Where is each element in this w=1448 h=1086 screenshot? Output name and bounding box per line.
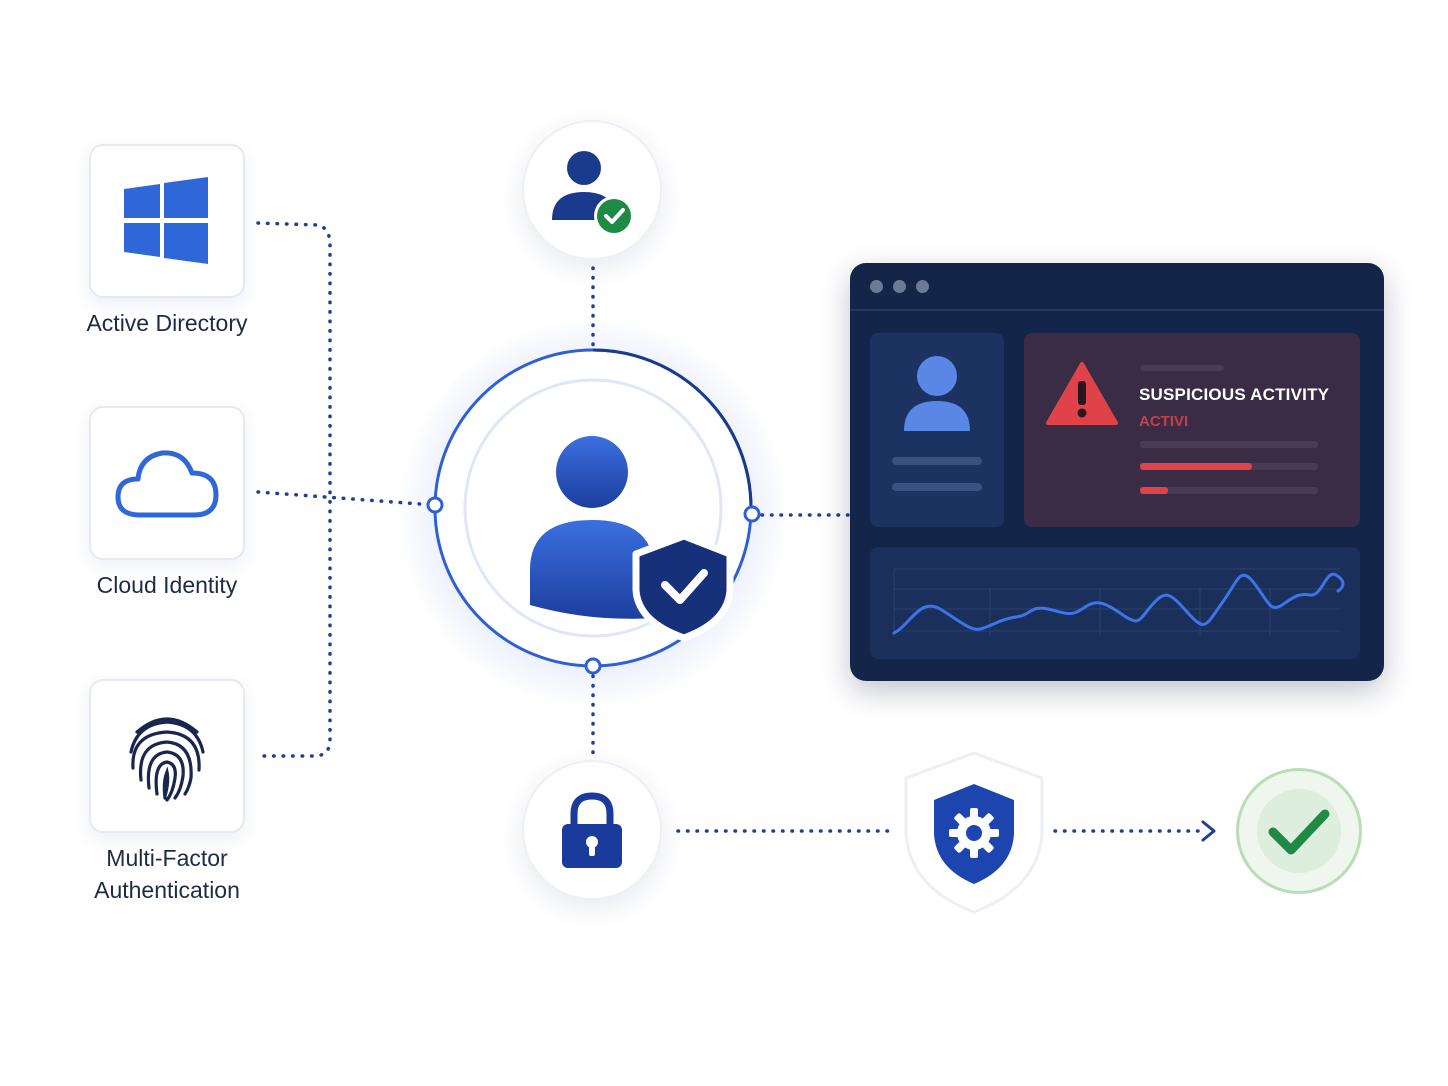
- alert-title: SUSPICIOUS ACTIVITY: [1139, 385, 1330, 404]
- source-label-mfa-line-2: Authentication: [94, 877, 240, 903]
- activity-chart-card[interactable]: [870, 547, 1360, 659]
- alert-card[interactable]: SUSPICIOUS ACTIVITY ACTIVI: [1024, 333, 1360, 527]
- verified-user-node[interactable]: [522, 120, 662, 260]
- ring-anchor-right: [743, 505, 761, 523]
- source-label-active-directory: Active Directory: [86, 310, 248, 336]
- ring-anchor-bottom: [584, 657, 602, 675]
- source-card-active-directory[interactable]: [89, 144, 245, 298]
- check-icon: [1268, 809, 1330, 855]
- window-dot-2[interactable]: [893, 280, 906, 293]
- source-card-mfa[interactable]: [89, 679, 245, 833]
- window-dot-3[interactable]: [916, 280, 929, 293]
- user-check-icon: [552, 151, 634, 236]
- line-chart-icon: [892, 568, 1345, 637]
- alert-top-line: [1140, 365, 1224, 371]
- source-card-cloud-identity[interactable]: [89, 406, 245, 560]
- shield-gear-icon: [934, 784, 1014, 884]
- source-label-mfa-line-1: Multi-Factor: [106, 845, 228, 871]
- alert-bar-fill-1: [1140, 463, 1252, 470]
- user-icon: [904, 356, 970, 431]
- profile-line-1: [892, 457, 982, 465]
- user-shield-icon: [530, 436, 734, 642]
- alert-bar-track-2: [1140, 487, 1318, 494]
- cloud-icon: [115, 450, 219, 518]
- fingerprint-icon: [129, 717, 205, 802]
- security-dashboard: SUSPICIOUS ACTIVITY ACTIVI: [850, 263, 1384, 681]
- source-label-cloud-identity: Cloud Identity: [96, 572, 238, 598]
- profile-card[interactable]: [870, 333, 1004, 527]
- success-inner: [1257, 789, 1341, 873]
- source-label-mfa: Multi-Factor Authentication: [47, 842, 287, 906]
- alert-subtitle: ACTIVI: [1139, 413, 1189, 430]
- window-dot-1[interactable]: [870, 280, 883, 293]
- success-node[interactable]: [1236, 768, 1362, 894]
- alert-bar-fill-2: [1140, 487, 1168, 494]
- warning-icon: [1046, 362, 1118, 425]
- profile-line-2: [892, 483, 982, 491]
- ring-anchor-left: [426, 496, 444, 514]
- windows-icon: [124, 177, 208, 264]
- lock-icon: [562, 792, 622, 868]
- titlebar-divider: [850, 309, 1384, 311]
- lock-node[interactable]: [522, 760, 662, 900]
- alert-line-1: [1140, 441, 1318, 448]
